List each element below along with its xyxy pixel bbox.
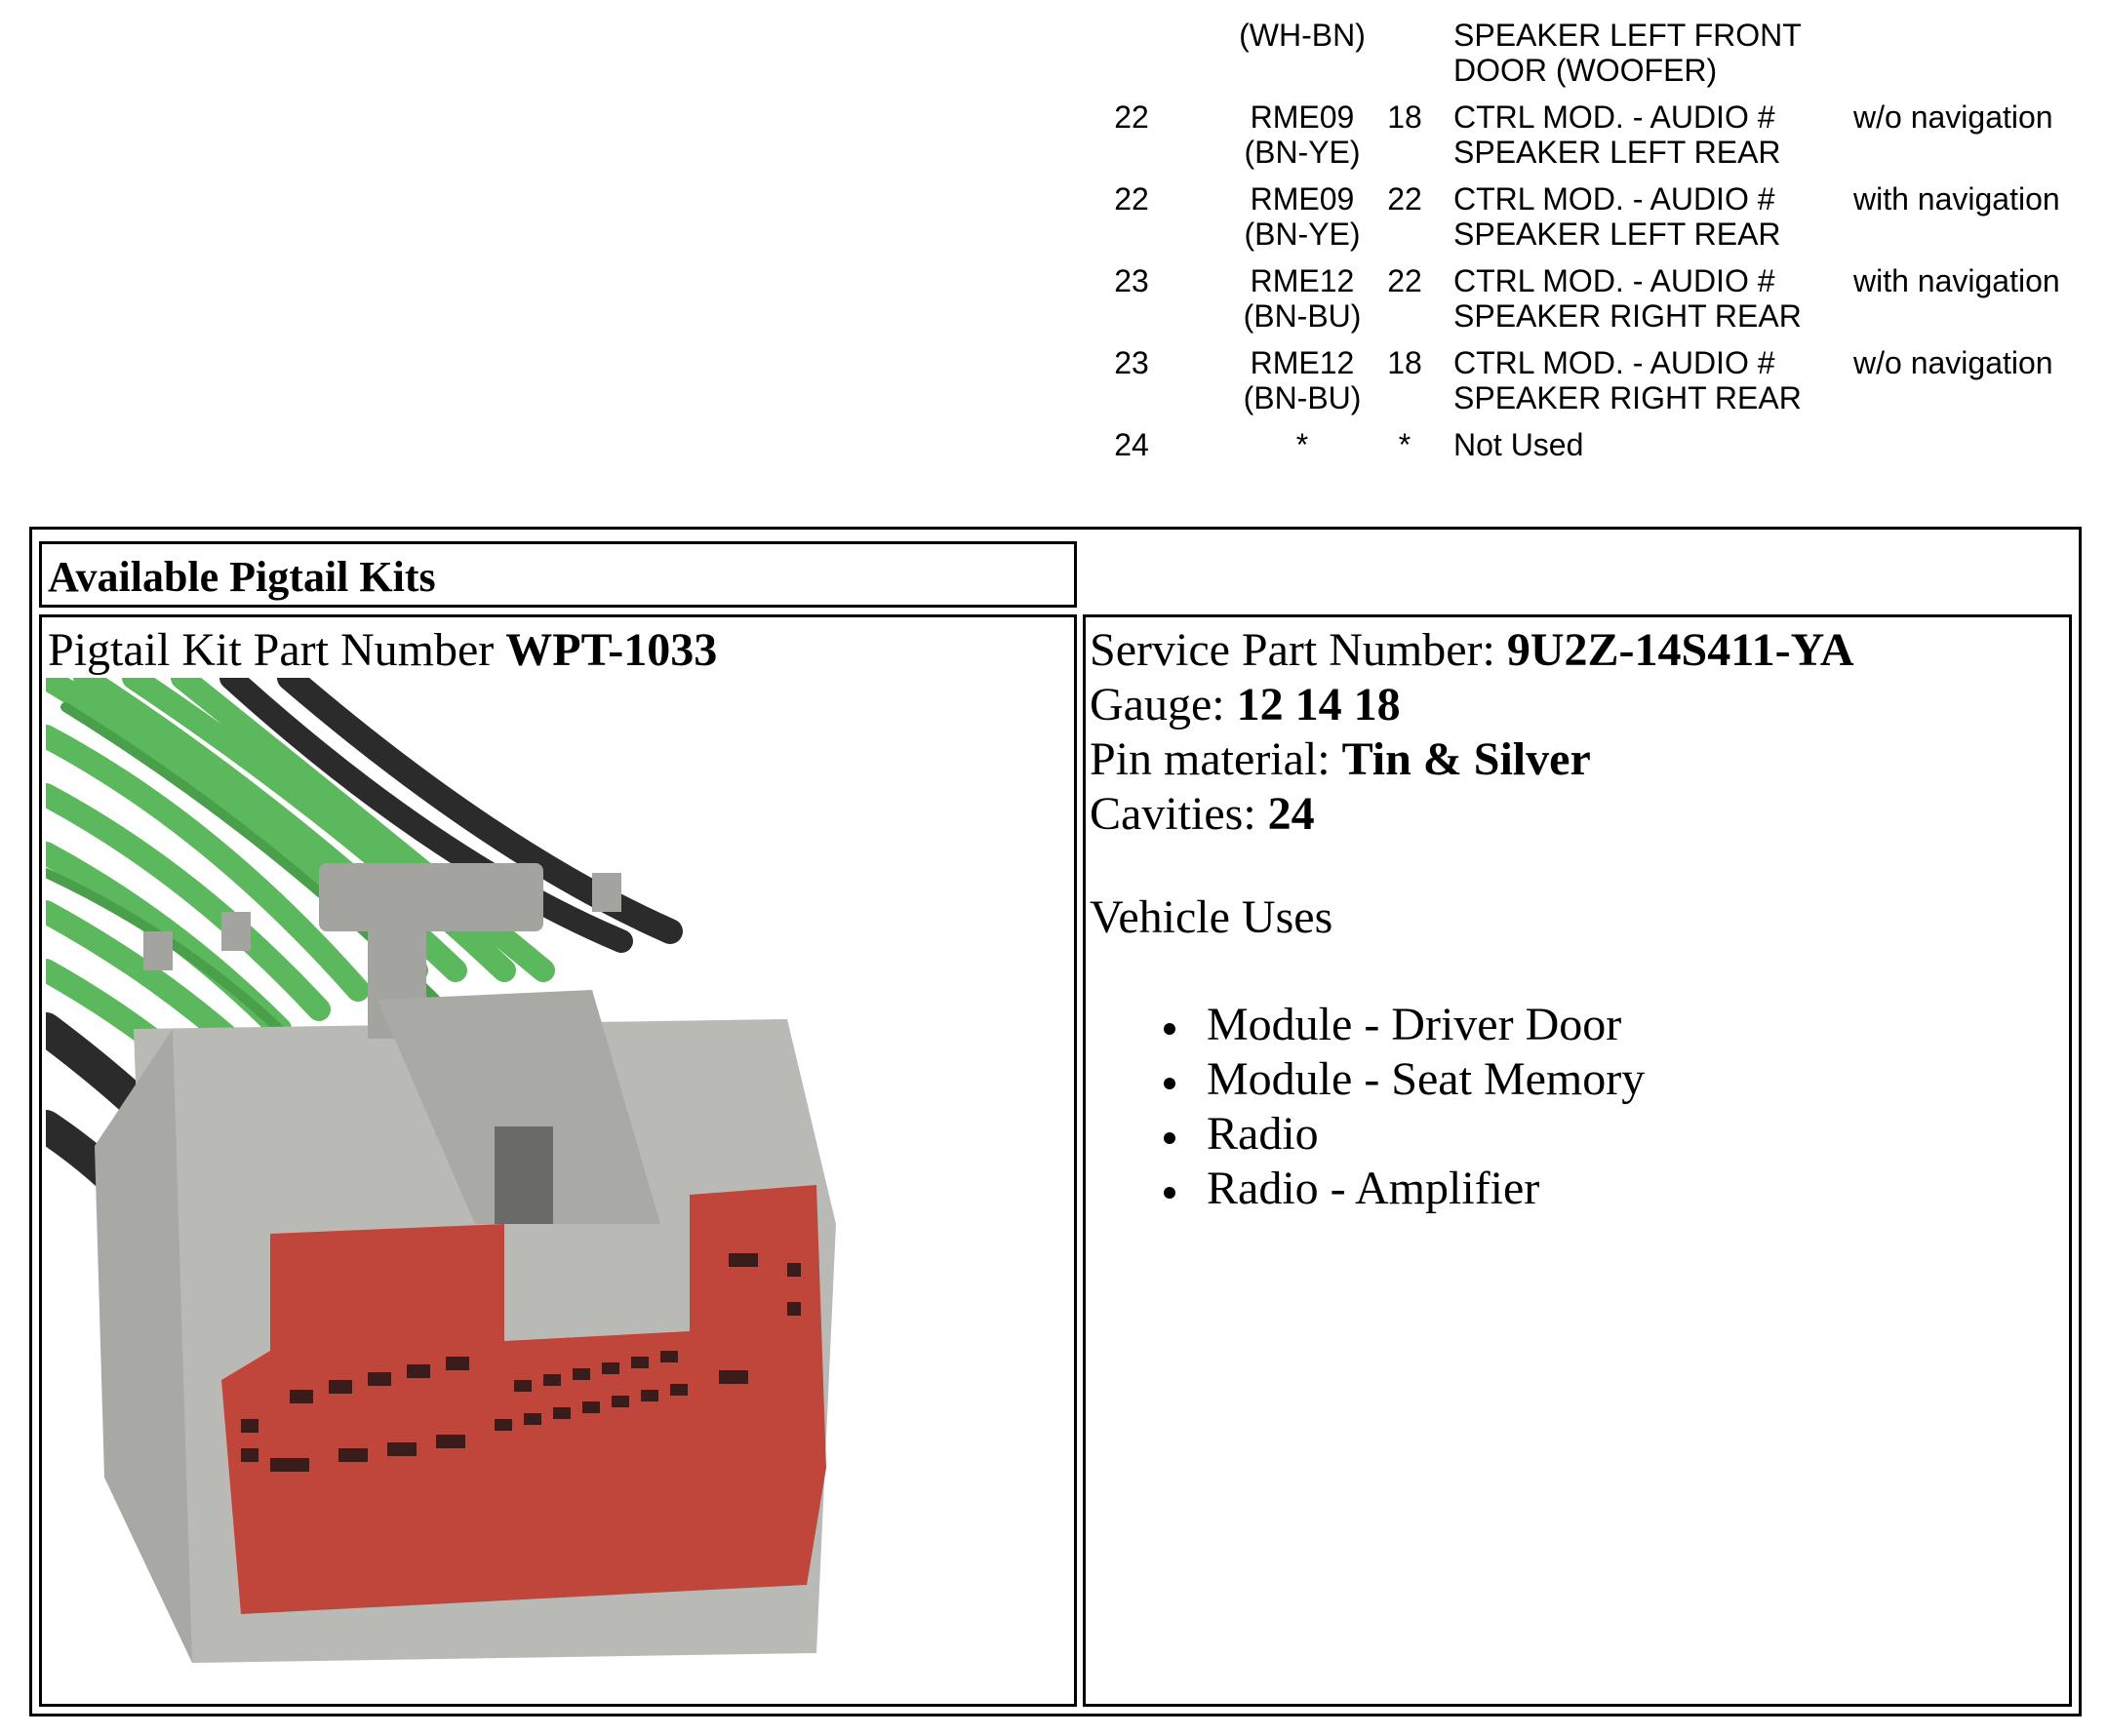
kit-part-number: Pigtail Kit Part Number WPT-1033	[48, 623, 717, 677]
circuit-cell: (WH-BN)	[1239, 18, 1366, 53]
cavities-label: Cavities:	[1090, 788, 1268, 840]
cavities: Cavities: 24	[1090, 787, 1854, 842]
pin-material-value: Tin & Silver	[1341, 733, 1591, 785]
note-cell: w/o navigation	[1853, 99, 2053, 135]
gauge: Gauge: 12 14 18	[1090, 678, 1854, 732]
vehicle-uses-list: Module - Driver Door Module - Seat Memor…	[1164, 998, 1645, 1216]
list-item: Radio - Amplifier	[1164, 1162, 1645, 1216]
gauge-value: 12 14 18	[1236, 679, 1401, 730]
pin-material-label: Pin material:	[1090, 733, 1342, 785]
kit-part-value: WPT-1033	[505, 624, 718, 676]
note-cell: with navigation	[1853, 263, 2060, 298]
kit-part-label: Pigtail Kit Part Number	[48, 624, 506, 676]
cavity-cell: 23	[1114, 263, 1149, 298]
service-part-value: 9U2Z-14S411-YA	[1506, 624, 1854, 676]
description-cell: CTRL MOD. - AUDIO #SPEAKER LEFT REAR	[1453, 99, 1781, 170]
cavity-cell: 22	[1114, 181, 1149, 217]
gauge-label: Gauge:	[1090, 679, 1237, 730]
note-cell: w/o navigation	[1853, 345, 2053, 380]
list-item: Module - Seat Memory	[1164, 1052, 1645, 1107]
circuit-cell: RME12(BN-BU)	[1243, 345, 1362, 415]
circuit-cell: RME09(BN-YE)	[1244, 181, 1361, 252]
terminal-face	[221, 1185, 826, 1614]
gauge-cell: 18	[1387, 99, 1422, 135]
kit-photo-cell: Pigtail Kit Part Number WPT-1033	[39, 614, 1077, 1707]
cavity-cell: 23	[1114, 345, 1149, 380]
list-item: Radio	[1164, 1107, 1645, 1162]
cavities-value: 24	[1267, 788, 1315, 840]
service-part-number: Service Part Number: 9U2Z-14S411-YA	[1090, 623, 1854, 678]
note-cell: with navigation	[1853, 181, 2060, 217]
vehicle-uses-title: Vehicle Uses	[1090, 891, 1333, 943]
cavity-cell: 24	[1114, 427, 1149, 462]
cavity-cell: 22	[1114, 99, 1149, 135]
circuit-cell: *	[1295, 427, 1309, 462]
kit-details-cell: Service Part Number: 9U2Z-14S411-YA Gaug…	[1083, 614, 2072, 1707]
kits-heading: Available Pigtail Kits	[39, 541, 1077, 608]
spec-block: Service Part Number: 9U2Z-14S411-YA Gaug…	[1090, 623, 1854, 842]
connector-photo	[46, 678, 1070, 1697]
list-item: Module - Driver Door	[1164, 998, 1645, 1052]
pin-material: Pin material: Tin & Silver	[1090, 732, 1854, 787]
description-cell: CTRL MOD. - AUDIO #SPEAKER RIGHT REAR	[1453, 345, 1802, 415]
gauge-cell: 22	[1387, 181, 1422, 217]
service-part-label: Service Part Number:	[1090, 624, 1507, 676]
description-cell: Not Used	[1453, 427, 1584, 462]
gauge-cell: *	[1398, 427, 1411, 462]
gauge-cell: 18	[1387, 345, 1422, 380]
gauge-cell: 22	[1387, 263, 1422, 298]
description-cell: CTRL MOD. - AUDIO #SPEAKER LEFT REAR	[1453, 181, 1781, 252]
circuit-cell: RME12(BN-BU)	[1243, 263, 1362, 334]
pigtail-kits-table	[29, 527, 2082, 1716]
circuit-cell: RME09(BN-YE)	[1244, 99, 1361, 170]
description-cell: CTRL MOD. - AUDIO #SPEAKER RIGHT REAR	[1453, 263, 1802, 334]
